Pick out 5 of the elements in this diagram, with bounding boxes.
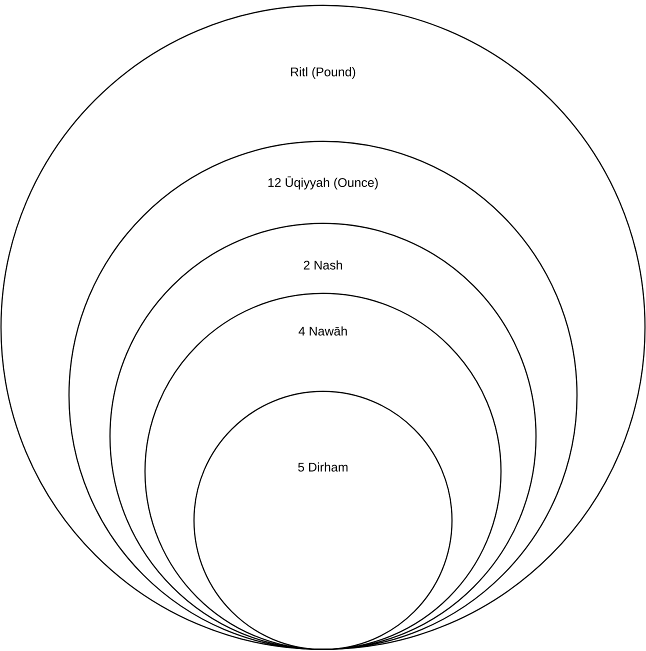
- circle-label: 5 Dirham: [298, 462, 348, 472]
- circle-label: 4 Nawāh: [298, 326, 347, 336]
- circle-label: 2 Nash: [304, 260, 342, 270]
- circle-label: Ritl (Pound): [291, 67, 356, 79]
- circle-label: 12 Ūqiyyah (Ounce): [268, 176, 378, 190]
